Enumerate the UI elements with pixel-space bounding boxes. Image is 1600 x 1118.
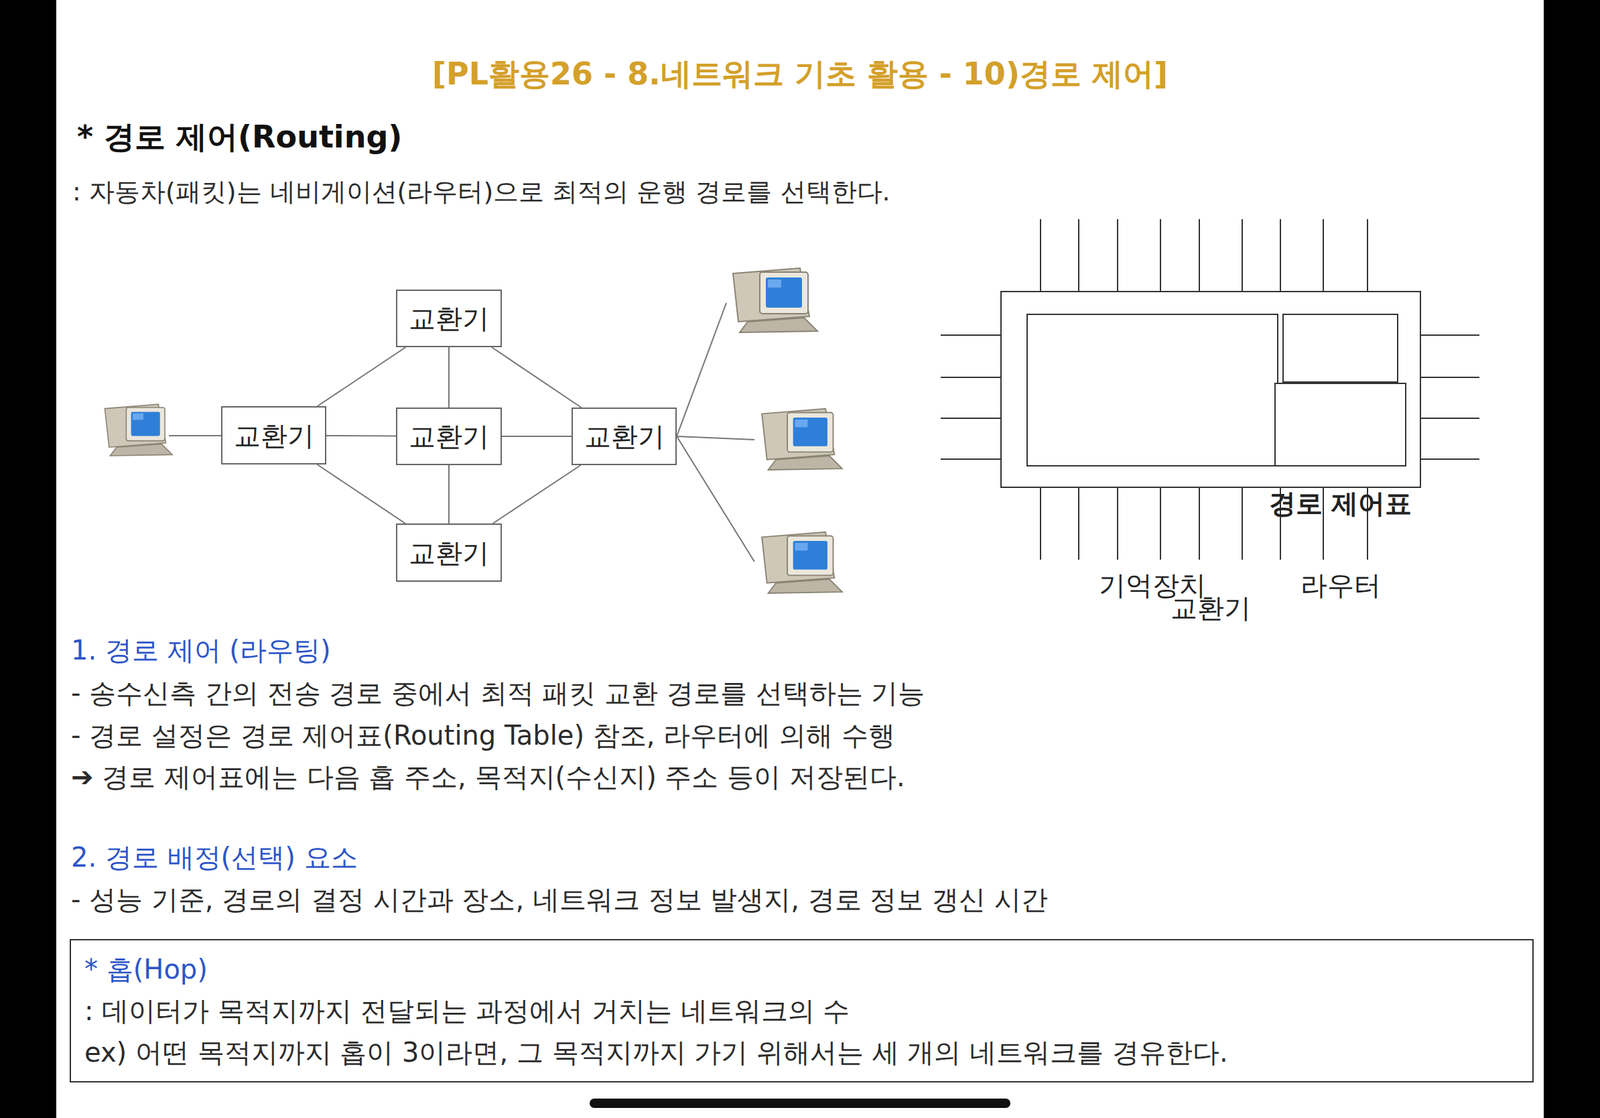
switch-pins <box>940 219 1480 560</box>
section-heading: 1. 경로 제어 (라우팅) <box>71 632 331 668</box>
network-link <box>326 434 396 437</box>
computer-icon <box>104 404 173 456</box>
switch-box: 교환기 <box>395 289 502 348</box>
box-label: 교환기 <box>408 420 490 453</box>
router-box: 라우터 <box>1274 382 1407 467</box>
note-heading: * 홉(Hop) <box>84 948 208 990</box>
switch-box: 교환기 <box>395 407 502 465</box>
box-label: 라우터 <box>1300 568 1381 602</box>
routing-table-box: 경로 제어표 <box>1282 313 1399 383</box>
text-wrap: 라우터 <box>1275 568 1406 602</box>
network-link <box>493 464 581 524</box>
switch-box: 교환기 <box>395 523 502 582</box>
text-wrap: 교환기 <box>233 419 315 452</box>
note-line: : 데이터가 목적지까지 전달되는 과정에서 거치는 네트워크의 수 <box>84 989 850 1032</box>
switch-box: 교환기 <box>571 407 677 465</box>
home-indicator <box>589 1098 1011 1108</box>
network-link <box>317 464 406 524</box>
box-label: 교환기 <box>233 419 315 452</box>
text-wrap: 교환기 <box>408 302 490 335</box>
network-link <box>501 435 572 437</box>
section-heading: 2. 경로 배정(선택) 요소 <box>71 839 358 875</box>
memory-box: 기억장치 <box>1026 313 1279 467</box>
text-wrap: * 홉(Hop): 데이터가 목적지까지 전달되는 과정에서 거치는 네트워크의… <box>84 948 1229 1073</box>
computer-icon <box>761 531 843 593</box>
network-link <box>317 347 407 407</box>
box-label: 교환기 <box>408 302 490 335</box>
note-line: ex) 어떤 목적지까지 홉이 3이라면, 그 목적지까지 가기 위해서는 세 … <box>84 1031 1229 1073</box>
box-label: 경로 제어표 <box>1269 485 1413 522</box>
body-line: : 자동차(패킷)는 네비게이션(라우터)으로 최적의 운행 경로를 선택한다. <box>72 175 891 209</box>
topic-heading: * 경로 제어(Routing) <box>77 117 403 158</box>
slide-title: [PL활용26 - 8.네트워크 기초 활용 - 10)경로 제어] <box>56 54 1544 95</box>
side-bar <box>0 0 57 1118</box>
network-link <box>448 464 450 524</box>
note-box: * 홉(Hop): 데이터가 목적지까지 전달되는 과정에서 거치는 네트워크의… <box>69 938 1534 1083</box>
body-line: - 송수신측 간의 전송 경로 중에서 최적 패킷 교환 경로를 선택하는 기능 <box>71 675 925 711</box>
switch-box: 교환기 <box>221 406 327 465</box>
computer-icon <box>732 268 818 333</box>
text-wrap: 교환기 <box>408 536 490 569</box>
text-wrap: 경로 제어표 <box>1283 485 1397 522</box>
box-label: 교환기 <box>584 420 665 453</box>
computer-icon <box>761 408 843 470</box>
network-link <box>491 347 582 408</box>
body-line: - 성능 기준, 경로의 결정 시간과 장소, 네트워크 정보 발생지, 경로 … <box>71 881 1048 917</box>
body-line: ➔ 경로 제어표에는 다음 홉 주소, 목적지(수신지) 주소 등이 저장된다. <box>71 759 906 794</box>
text-wrap: 기억장치 <box>1027 568 1278 602</box>
text-wrap: 교환기 <box>584 420 665 453</box>
body-line: - 경로 설정은 경로 제어표(Routing Table) 참조, 라우터에 … <box>71 717 896 753</box>
box-label: 교환기 <box>408 536 490 569</box>
network-link <box>448 347 450 408</box>
side-bar <box>1543 0 1600 1118</box>
text-wrap: 교환기 <box>408 420 490 453</box>
box-label: 기억장치 <box>1098 568 1207 602</box>
switch-housing: 교환기기억장치경로 제어표라우터 <box>1000 290 1422 488</box>
